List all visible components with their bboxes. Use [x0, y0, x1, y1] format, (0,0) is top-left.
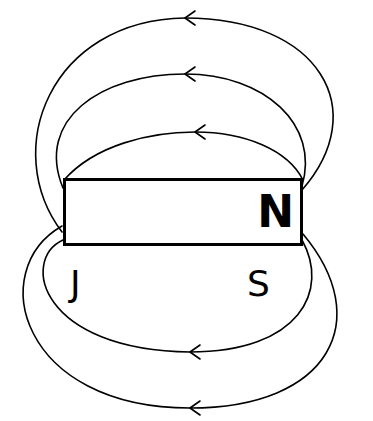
field-arrow	[195, 125, 205, 139]
pole-label: S	[247, 266, 270, 302]
field-line	[56, 74, 305, 188]
field-line	[64, 132, 303, 180]
field-line	[43, 240, 312, 352]
bar-magnet: N	[63, 178, 303, 246]
pole-letter: N	[257, 190, 294, 234]
pole-label: J	[70, 266, 81, 302]
field-arrow	[190, 401, 200, 415]
field-arrow	[185, 11, 195, 25]
field-arrow	[185, 67, 195, 81]
field-line	[23, 226, 337, 408]
field-arrow	[190, 345, 200, 359]
